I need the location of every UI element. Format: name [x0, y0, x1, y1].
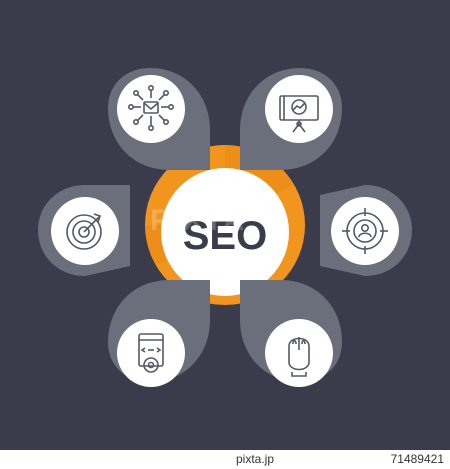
target-audience-icon	[342, 208, 388, 254]
petal-presentation	[240, 68, 342, 170]
petal-network	[108, 68, 210, 170]
mouse-click-icon	[288, 337, 310, 377]
footer-bar: pixta.jp 71489421	[0, 450, 450, 469]
petal-target	[38, 185, 130, 276]
hub-disc	[161, 168, 289, 296]
analytics-presentation-icon	[279, 95, 319, 133]
target-arrow-icon	[66, 213, 102, 250]
petal-code	[108, 280, 210, 387]
node-circle-click	[265, 319, 333, 387]
diagram-canvas: SEO	[38, 68, 412, 387]
seo-label: SEO	[183, 214, 267, 258]
footer-id: 71489421	[390, 452, 444, 466]
node-circle-code	[117, 319, 185, 387]
web-code-settings-icon	[138, 333, 164, 373]
node-circle-presentation	[265, 75, 333, 143]
email-network-icon	[128, 85, 175, 132]
footer-source: pixta.jp	[236, 452, 275, 466]
petal-audience	[320, 185, 412, 276]
petal-click	[240, 280, 342, 387]
seo-diagram: SEO	[0, 0, 450, 450]
